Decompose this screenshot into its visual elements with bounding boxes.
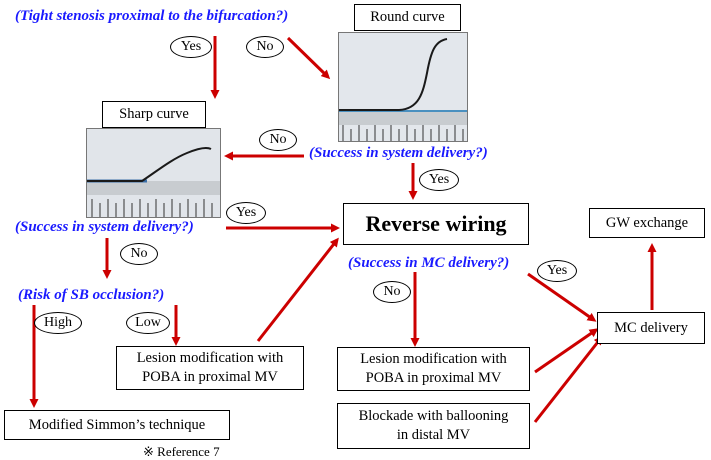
- question-success-mc: (Success in MC delivery?): [348, 255, 510, 271]
- arrow-lesion-left: [256, 237, 339, 342]
- mc-delivery-box: MC delivery: [597, 312, 705, 344]
- question-success-system-sharp: (Success in system delivery?): [15, 219, 194, 235]
- sharp-curve-box: Sharp curve: [102, 101, 206, 128]
- blockade-box: Blockade with ballooning in distal MV: [337, 403, 530, 449]
- round-curve-photo: [338, 32, 468, 142]
- oval-yes-mc: Yes: [537, 260, 577, 282]
- question-success-system-round: (Success in system delivery?): [309, 145, 488, 161]
- gw-exchange-box: GW exchange: [589, 208, 705, 238]
- oval-yes-round: Yes: [419, 169, 459, 191]
- question-risk-sb: (Risk of SB occlusion?): [18, 287, 165, 303]
- question-tight-stenosis: (Tight stenosis proximal to the bifurcat…: [15, 8, 289, 24]
- lesion-modification-left-box: Lesion modification with POBA in proxima…: [116, 346, 304, 390]
- arrow-lesion-right: [534, 328, 599, 374]
- arrow-mc-yes: [527, 272, 597, 322]
- modified-simmon-box: Modified Simmon’s technique: [4, 410, 230, 440]
- arrow-blockade: [533, 335, 603, 423]
- lesion-left-line1: Lesion modification with: [136, 350, 284, 366]
- oval-yes-sharp: Yes: [226, 202, 266, 224]
- lesion-right-line1: Lesion modification with: [360, 351, 507, 367]
- oval-no-sharp: No: [120, 243, 158, 265]
- oval-no-mc: No: [373, 281, 411, 303]
- blockade-line2: in distal MV: [396, 427, 471, 443]
- arrow-tight-no: [286, 36, 331, 80]
- blockade-line1: Blockade with ballooning: [358, 408, 509, 424]
- lesion-left-line2: POBA in proximal MV: [142, 369, 278, 385]
- oval-no-round: No: [259, 129, 297, 151]
- lesion-modification-right-box: Lesion modification with POBA in proxima…: [337, 347, 530, 391]
- sharp-curve-photo: [86, 128, 221, 218]
- lesion-right-line2: POBA in proximal MV: [365, 370, 502, 386]
- oval-no-tight: No: [246, 36, 284, 58]
- oval-yes-tight: Yes: [170, 36, 212, 58]
- reference-note: ※ Reference 7: [143, 444, 220, 459]
- oval-low: Low: [126, 312, 170, 334]
- oval-high: High: [34, 312, 82, 334]
- round-curve-box: Round curve: [354, 4, 461, 31]
- reverse-wiring-box: Reverse wiring: [343, 203, 529, 245]
